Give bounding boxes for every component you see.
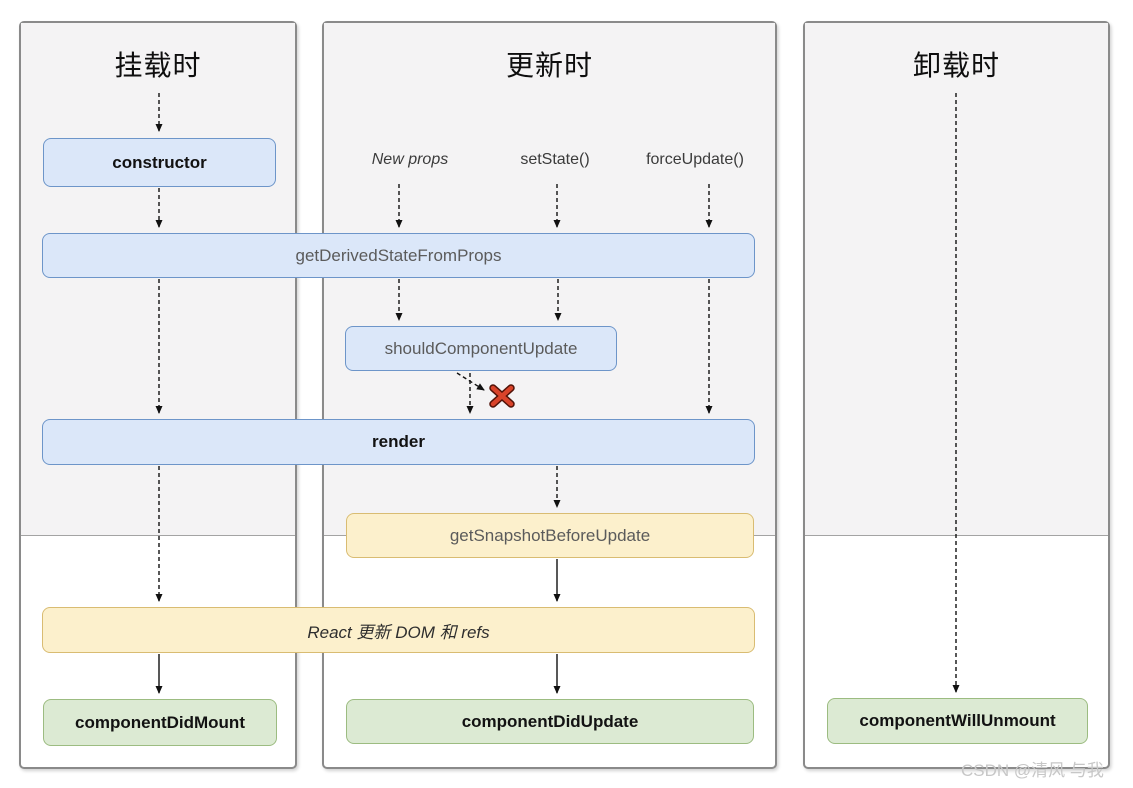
box-react-updates-dom[interactable]: React 更新 DOM 和 refs: [42, 607, 755, 653]
column-title-updating: 更新时: [505, 50, 593, 81]
box-component-did-update[interactable]: componentDidUpdate: [346, 699, 754, 744]
box-component-did-mount[interactable]: componentDidMount: [43, 699, 277, 746]
column-title-mounting: 挂载时: [114, 50, 202, 81]
box-constructor[interactable]: constructor: [43, 138, 276, 187]
label-force-update: forceUpdate(): [646, 151, 744, 168]
box-get-derived-state-from-props[interactable]: getDerivedStateFromProps: [42, 233, 755, 278]
column-title-unmounting: 卸载时: [912, 50, 1000, 81]
box-should-component-update[interactable]: shouldComponentUpdate: [345, 326, 617, 371]
csdn-watermark: CSDN @清风 与我: [961, 761, 1104, 780]
label-new-props: New props: [371, 151, 449, 168]
cancel-icon: [489, 384, 515, 408]
box-render[interactable]: render: [42, 419, 755, 465]
box-component-will-unmount[interactable]: componentWillUnmount: [827, 698, 1088, 744]
label-set-state: setState(): [520, 151, 590, 168]
box-get-snapshot-before-update[interactable]: getSnapshotBeforeUpdate: [346, 513, 754, 558]
